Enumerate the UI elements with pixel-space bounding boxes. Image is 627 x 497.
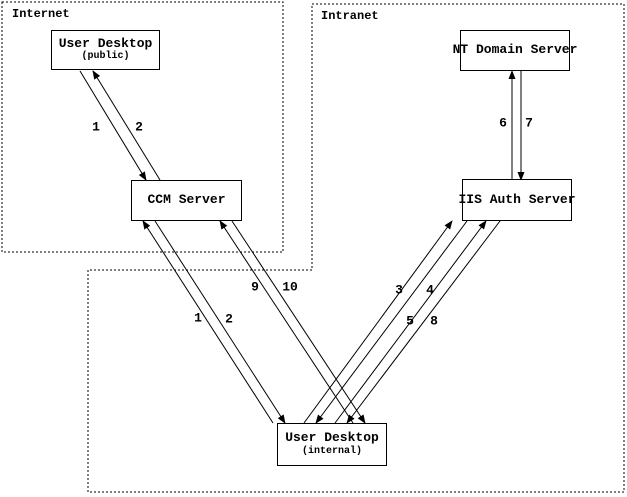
node-iis-auth-server: IIS Auth Server xyxy=(458,179,576,221)
edge-label-4: 4 xyxy=(426,282,434,298)
edge-8-iis-to-internal xyxy=(346,220,501,424)
intranet-zone-label: Intranet xyxy=(321,9,379,23)
edge-label-7: 7 xyxy=(525,115,533,131)
edge-label-2-public: 2 xyxy=(135,119,143,135)
edge-label-6: 6 xyxy=(499,115,507,131)
edge-label-2-internal: 2 xyxy=(225,311,233,327)
node-label: User Desktop xyxy=(285,430,379,446)
edge-label-8: 8 xyxy=(430,313,438,329)
edge-9-internal-to-ccm xyxy=(219,220,354,424)
edge-label-1-public: 1 xyxy=(92,119,100,135)
node-ccm-server: CCM Server xyxy=(131,180,242,221)
edge-2-ccm-to-public xyxy=(92,70,161,181)
edge-4-iis-to-internal xyxy=(315,220,468,424)
node-label: NT Domain Server xyxy=(452,42,578,58)
edge-5-internal-to-iis xyxy=(334,220,487,424)
node-nt-domain-server: NT Domain Server xyxy=(453,30,577,71)
edge-label-1-internal: 1 xyxy=(194,310,202,326)
edge-label-10: 10 xyxy=(282,279,298,295)
internet-zone-outline xyxy=(1,1,284,253)
edge-2-ccm-to-internal xyxy=(154,220,286,424)
node-label: CCM Server xyxy=(147,192,226,208)
edge-3-internal-to-iis xyxy=(303,220,453,424)
node-user-desktop-public: User Desktop (public) xyxy=(51,30,160,70)
node-sublabel: (public) xyxy=(81,51,130,63)
edge-1-public-to-ccm xyxy=(79,70,147,181)
edge-10-ccm-to-internal xyxy=(231,220,366,424)
intranet-zone-outline xyxy=(87,3,625,493)
node-sublabel: (internal) xyxy=(301,445,362,457)
edge-1-internal-to-ccm xyxy=(142,220,274,424)
node-label: User Desktop xyxy=(58,35,153,51)
node-label: IIS Auth Server xyxy=(458,191,576,207)
edge-label-5: 5 xyxy=(406,313,414,329)
node-user-desktop-internal: User Desktop (internal) xyxy=(277,423,387,466)
edge-label-9: 9 xyxy=(251,279,259,295)
edge-label-3: 3 xyxy=(395,282,403,298)
internet-zone-label: Internet xyxy=(12,7,70,21)
